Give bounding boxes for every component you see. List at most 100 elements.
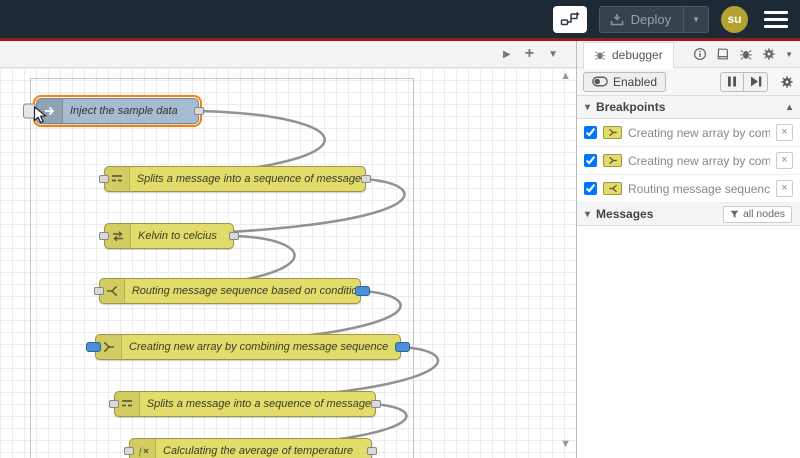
breakpoint-row[interactable]: Routing message sequence based on condit…: [577, 175, 800, 203]
add-flow-button[interactable]: +: [524, 45, 535, 62]
deploy-button[interactable]: Deploy ▼: [598, 5, 709, 33]
info-icon[interactable]: [693, 47, 707, 61]
output-port[interactable]: [194, 107, 204, 115]
node-join[interactable]: Creating new array by combining message …: [86, 334, 410, 360]
node-change[interactable]: Kelvin to celcius: [99, 223, 239, 249]
debug-bug-icon[interactable]: [739, 47, 753, 61]
messages-section-header[interactable]: ▾ Messages all nodes: [577, 203, 800, 226]
debugger-settings-gear-icon[interactable]: [780, 75, 794, 89]
input-port[interactable]: [109, 400, 119, 408]
main-area: ▶ + ▼: [0, 41, 800, 458]
collapse-caret-icon[interactable]: ▴: [786, 101, 792, 113]
swap-arrows-icon: [105, 224, 131, 248]
breakpoint-checkbox[interactable]: [584, 154, 597, 167]
tab-label: debugger: [612, 48, 663, 62]
function-icon: f: [130, 439, 156, 458]
breakpoints-section-header[interactable]: ▾ Breakpoints ▴: [577, 96, 800, 119]
caret-down-icon: ▼: [692, 14, 700, 24]
join-node-mini-icon: [603, 126, 622, 139]
input-port[interactable]: [94, 287, 104, 295]
workspace: ▶ + ▼: [0, 41, 576, 458]
enabled-toggle-button[interactable]: Enabled: [583, 71, 667, 92]
sidebar-tabs-caret-icon[interactable]: ▼: [785, 49, 793, 59]
deploy-icon: [610, 13, 623, 25]
section-caret-icon[interactable]: ▾: [585, 101, 591, 113]
input-port[interactable]: [99, 175, 109, 183]
section-caret-icon[interactable]: ▾: [585, 208, 591, 220]
output-port[interactable]: [371, 400, 381, 408]
remove-breakpoint-button[interactable]: ×: [776, 124, 793, 141]
breakpoints-title: Breakpoints: [596, 100, 666, 114]
breakpoint-port[interactable]: [86, 342, 101, 352]
sidebar-tabs: debugger ▼: [577, 41, 800, 69]
filter-label: all nodes: [742, 208, 785, 220]
node-label: Inject the sample data: [70, 105, 178, 117]
node-split-2[interactable]: Splits a message into a sequence of mess…: [109, 391, 381, 417]
flow-canvas[interactable]: Inject the sample data Splits a message …: [0, 68, 576, 458]
flow-list-caret-icon[interactable]: ▼: [548, 48, 558, 60]
messages-empty-area: [577, 226, 800, 458]
svg-text:f: f: [139, 447, 143, 457]
node-label: Calculating the average of temperature: [163, 445, 354, 457]
breakpoint-row[interactable]: Creating new array by combining message …: [577, 119, 800, 147]
output-port[interactable]: [361, 175, 371, 183]
messages-title: Messages: [596, 207, 654, 221]
deploy-label: Deploy: [630, 11, 672, 27]
debugger-tab-icon: [595, 51, 605, 60]
toggle-icon: [592, 76, 608, 87]
remove-breakpoint-button[interactable]: ×: [776, 152, 793, 169]
node-split-1[interactable]: Splits a message into a sequence of mess…: [99, 166, 371, 192]
debugger-toolbar: Enabled: [577, 68, 800, 96]
node-function[interactable]: f Calculating the average of temperature: [124, 438, 377, 458]
mouse-cursor: [33, 106, 48, 124]
tab-debugger[interactable]: debugger: [583, 41, 674, 69]
breakpoint-label: Creating new array by combining message …: [628, 153, 770, 168]
flow-tabs-bar: ▶ + ▼: [0, 41, 576, 68]
messages-filter-button[interactable]: all nodes: [722, 205, 792, 223]
node-label: Creating new array by combining message …: [129, 341, 389, 353]
node-label: Splits a message into a sequence of mess…: [146, 398, 375, 410]
right-sidebar: debugger ▼: [576, 41, 800, 458]
scroll-tabs-right-icon[interactable]: ▶: [503, 48, 511, 60]
breakpoint-port[interactable]: [395, 342, 410, 352]
step-next-button[interactable]: [744, 71, 768, 92]
enabled-label: Enabled: [613, 74, 658, 89]
breakpoint-port[interactable]: [355, 286, 370, 296]
deploy-button-main[interactable]: Deploy: [600, 12, 683, 27]
flow-group-outline: [30, 78, 414, 458]
pause-icon: [728, 76, 736, 87]
node-switch[interactable]: Routing message sequence based on condit…: [94, 278, 370, 304]
help-book-icon[interactable]: [716, 47, 730, 61]
sidebar-tab-icons: ▼: [693, 47, 800, 61]
avatar-initials: su: [727, 12, 742, 26]
node-inject[interactable]: Inject the sample data: [23, 95, 204, 127]
switch-fork-icon: [100, 279, 125, 303]
canvas-scroll-down[interactable]: ▼: [560, 438, 571, 450]
deploy-options-caret[interactable]: ▼: [683, 6, 708, 32]
pause-button[interactable]: [720, 71, 744, 92]
header-accent-line: [0, 38, 800, 41]
sparkle-diagram-icon: [560, 11, 580, 26]
split-icon: [105, 167, 130, 191]
breakpoint-checkbox[interactable]: [584, 182, 597, 195]
debug-step-controls: [720, 71, 768, 92]
user-avatar[interactable]: su: [721, 5, 748, 33]
input-port[interactable]: [124, 447, 134, 455]
breakpoint-row[interactable]: Creating new array by combining message …: [577, 147, 800, 175]
funnel-icon: [730, 210, 739, 218]
remove-breakpoint-button[interactable]: ×: [776, 180, 793, 197]
assistant-sparkle-icon-button[interactable]: [552, 5, 587, 33]
output-port[interactable]: [367, 447, 377, 455]
node-label: Splits a message into a sequence of mess…: [136, 173, 365, 185]
breakpoint-label: Routing message sequence based on condit…: [628, 181, 770, 196]
breakpoint-label: Creating new array by combining message …: [628, 125, 770, 140]
canvas-scroll-up[interactable]: ▲: [560, 70, 571, 82]
node-label: Kelvin to celcius: [138, 230, 217, 242]
input-port[interactable]: [99, 232, 109, 240]
settings-gear-icon[interactable]: [762, 47, 776, 61]
main-menu-button[interactable]: [764, 10, 788, 28]
output-port[interactable]: [229, 232, 239, 240]
breakpoint-checkbox[interactable]: [584, 126, 597, 139]
step-next-icon: [750, 76, 761, 87]
